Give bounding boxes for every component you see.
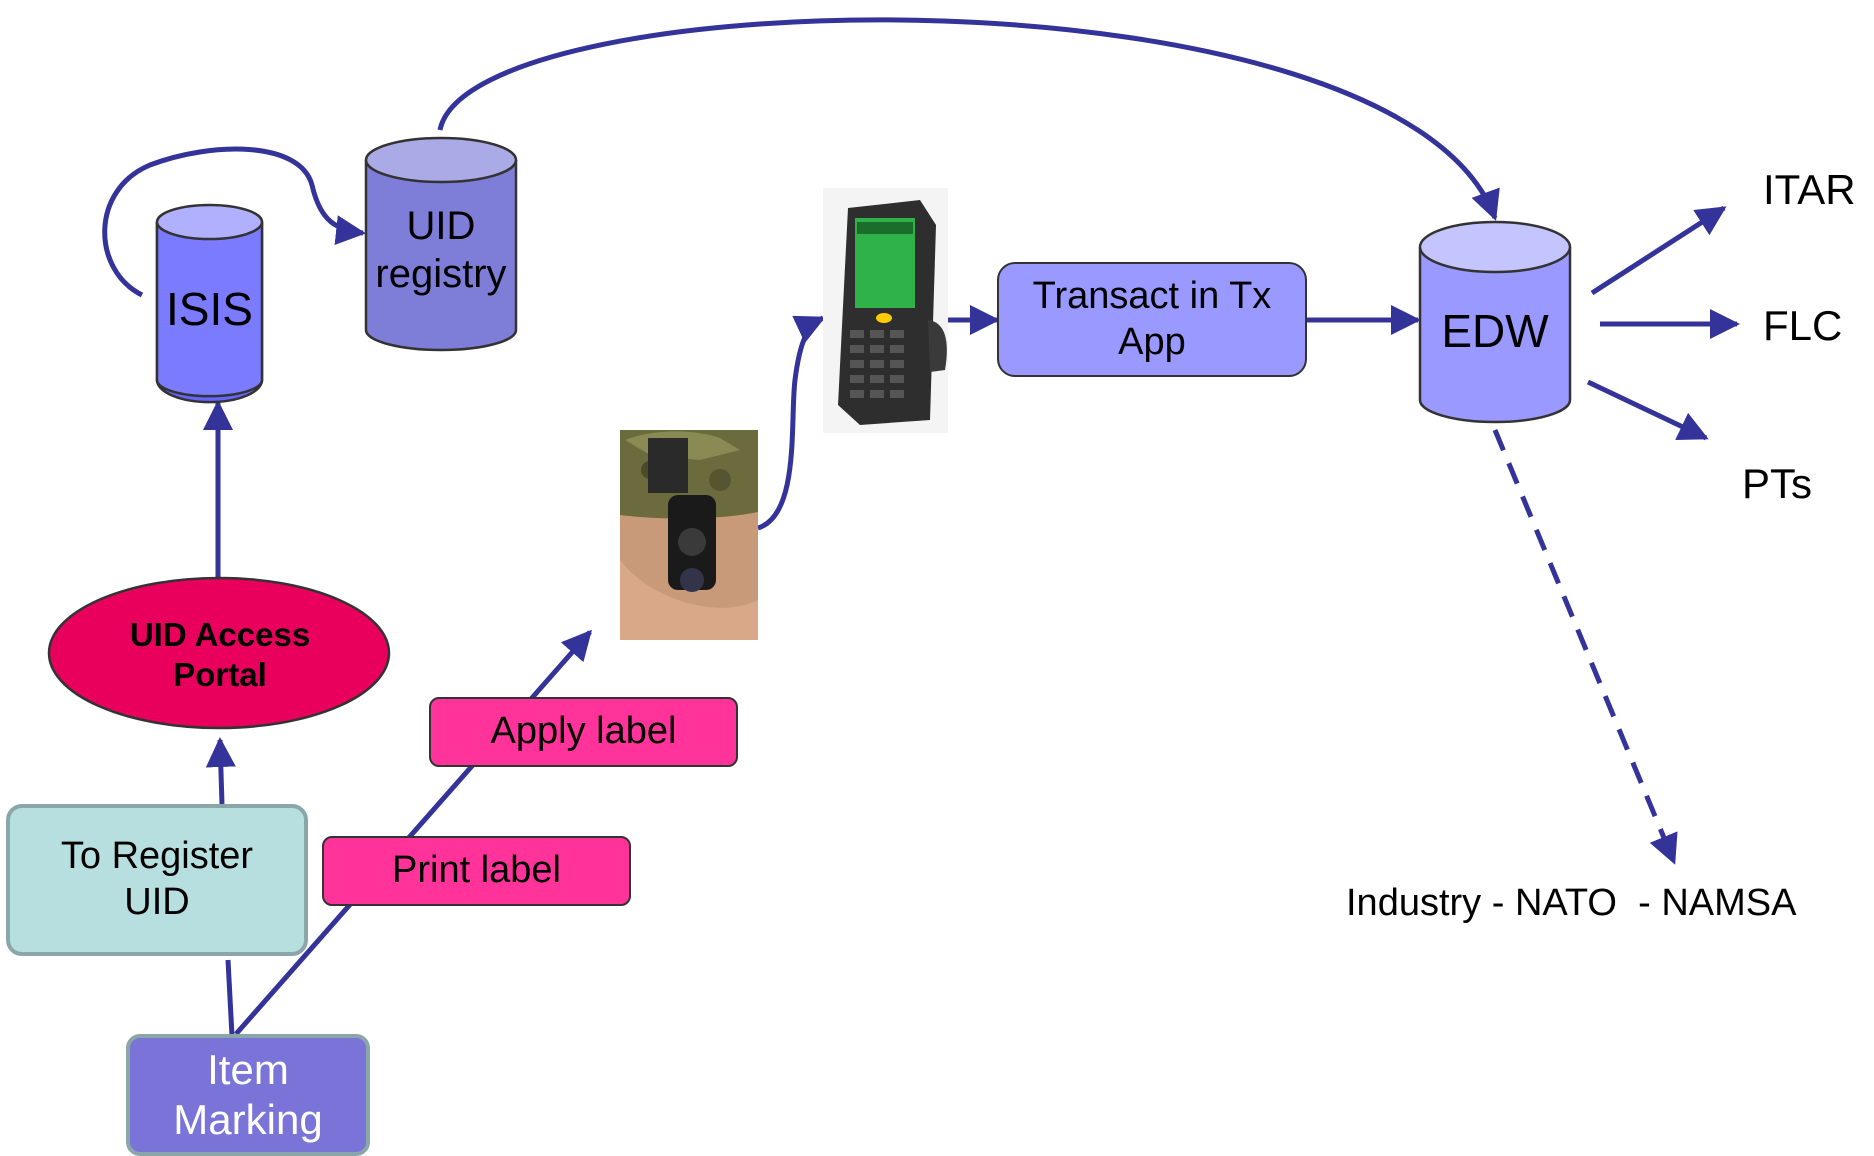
uid-access-portal-label[interactable]: UID Access Portal <box>129 616 311 693</box>
item-marking-box[interactable]: Item Marking <box>126 1034 370 1156</box>
arrow-marking-to-register <box>225 959 235 1037</box>
print-label-box[interactable]: Print label <box>322 836 631 906</box>
arrow-registry-to-edw <box>437 17 1500 221</box>
itar-label: ITAR <box>1763 166 1856 213</box>
edw-database[interactable] <box>1418 220 1572 424</box>
transact-box[interactable]: Transact in Tx App <box>997 262 1307 377</box>
connectors <box>102 17 1740 1037</box>
arrow-edw-to-pts <box>1586 379 1709 441</box>
arrow-soldier-to-scanner <box>757 315 826 531</box>
arrow-edw-to-industry <box>1492 429 1678 865</box>
edw-label: EDW <box>1441 305 1549 358</box>
uid-registry-label: UID registry <box>375 204 507 296</box>
uid-access-portal-shape[interactable] <box>47 576 391 730</box>
arrow-edw-to-itar <box>1590 205 1727 296</box>
industry-label: Industry - NATO - NAMSA <box>1346 882 1797 924</box>
pts-label: PTs <box>1742 460 1813 507</box>
soldier-night-vision-photo <box>620 430 758 640</box>
arrow-register-to-portal <box>205 737 236 805</box>
isis-database[interactable] <box>155 203 264 404</box>
isis-label: ISIS <box>166 283 253 336</box>
arrow-isis-to-registry <box>102 146 366 298</box>
handheld-scanner-photo <box>823 188 948 433</box>
apply-label-box[interactable]: Apply label <box>429 697 738 767</box>
flc-label: FLC <box>1763 302 1843 349</box>
to-register-uid-box[interactable]: To Register UID <box>6 804 308 956</box>
uid-registry-database[interactable] <box>364 136 518 352</box>
